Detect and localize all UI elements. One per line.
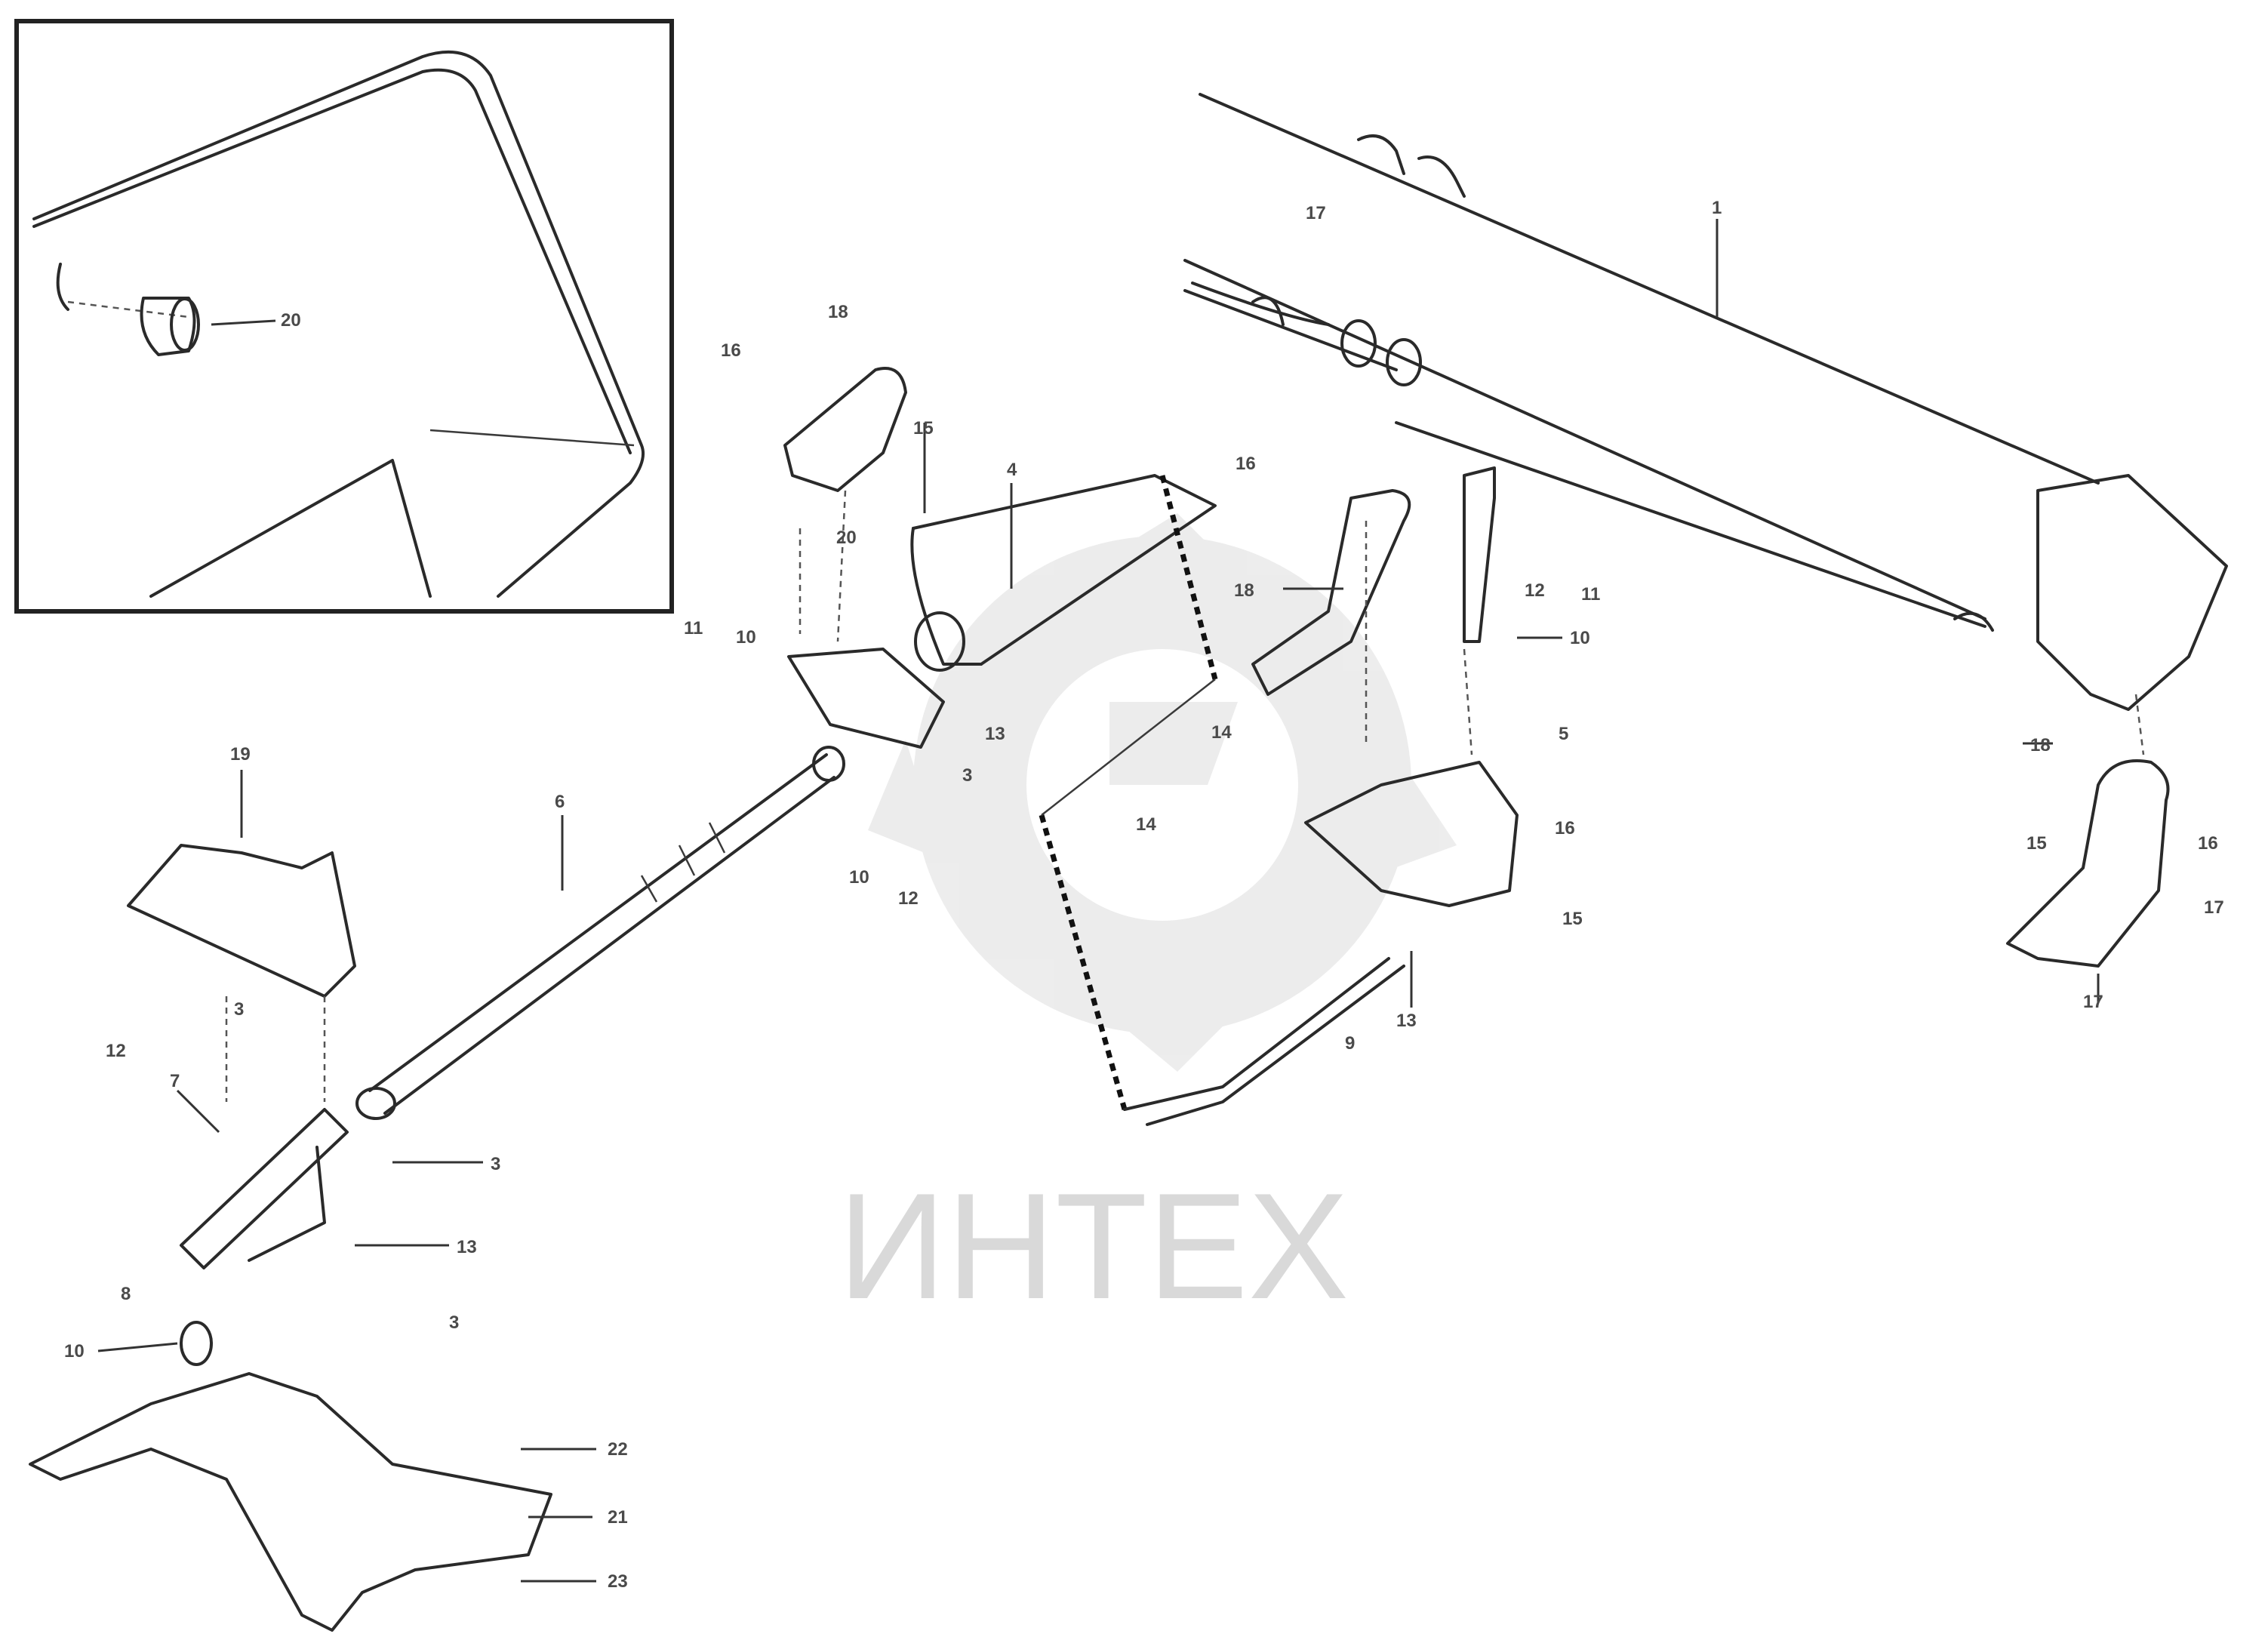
callout-3-right: 3	[491, 1154, 500, 1174]
callout-12-left: 12	[106, 1041, 126, 1061]
callout-3-left: 3	[234, 999, 244, 1020]
callout-20-inset: 20	[281, 310, 301, 331]
callout-15-top: 15	[913, 418, 934, 438]
callout-16c: 16	[1555, 818, 1575, 839]
callout-22: 22	[608, 1439, 628, 1460]
callout-3-lb: 3	[449, 1312, 459, 1333]
upper-bracket	[783, 367, 1217, 749]
callout-1: 1	[1712, 198, 1722, 218]
callout-15-right: 15	[1562, 909, 1583, 929]
callout-18-left: 18	[2030, 735, 2051, 755]
callout-3a: 3	[962, 765, 972, 786]
callout-18-right: 18	[1234, 580, 1254, 601]
callout-7: 7	[170, 1071, 180, 1091]
callout-14b: 14	[1136, 814, 1156, 835]
callout-9: 9	[1345, 1033, 1355, 1054]
callout-16-left: 16	[2198, 833, 2218, 854]
callout-8: 8	[121, 1284, 131, 1304]
mid-bracket	[1251, 466, 1519, 907]
callout-16-mid: 16	[1236, 454, 1256, 474]
callout-11-right: 11	[1581, 584, 1600, 605]
callout-21: 21	[608, 1507, 628, 1528]
callout-labels: 20 1 18 16 15 4 20 11 10 13 3 10 12 6 17…	[64, 198, 2224, 1592]
callout-13-right: 13	[1396, 1011, 1417, 1031]
callout-10b: 10	[849, 867, 869, 888]
detail-inset	[14, 19, 674, 614]
callout-17-rb: 17	[2083, 992, 2103, 1012]
watermark-logo	[868, 513, 1457, 1072]
callout-17-left: 17	[2204, 897, 2224, 918]
callout-5: 5	[1559, 724, 1568, 744]
callout-12-right: 12	[1525, 580, 1545, 601]
callout-4: 4	[1007, 460, 1017, 480]
long-shaft	[355, 746, 845, 1120]
callout-10-right: 10	[1570, 628, 1590, 648]
callout-14a: 14	[1211, 722, 1232, 743]
callout-19: 19	[230, 744, 251, 765]
callout-10a: 10	[736, 627, 756, 648]
watermark-text: ИНТЕХ	[838, 1162, 1349, 1331]
lower-left-assembly	[29, 844, 552, 1632]
callout-13-left: 13	[457, 1237, 477, 1257]
blade-outline	[1039, 475, 1405, 1126]
main-bar	[1183, 93, 2228, 711]
callout-23: 23	[608, 1571, 628, 1592]
callout-16-top: 16	[721, 340, 741, 361]
callout-6: 6	[555, 792, 565, 812]
callout-15-left: 15	[2026, 833, 2047, 854]
right-tooth	[2006, 694, 2170, 968]
callout-17a: 17	[1306, 203, 1326, 223]
callout-13a: 13	[985, 724, 1005, 744]
callout-18-top: 18	[828, 302, 848, 322]
callout-20a: 20	[836, 528, 857, 548]
callout-11a: 11	[684, 618, 703, 638]
callout-10-lb: 10	[64, 1341, 85, 1362]
callout-12-mid: 12	[898, 888, 919, 909]
